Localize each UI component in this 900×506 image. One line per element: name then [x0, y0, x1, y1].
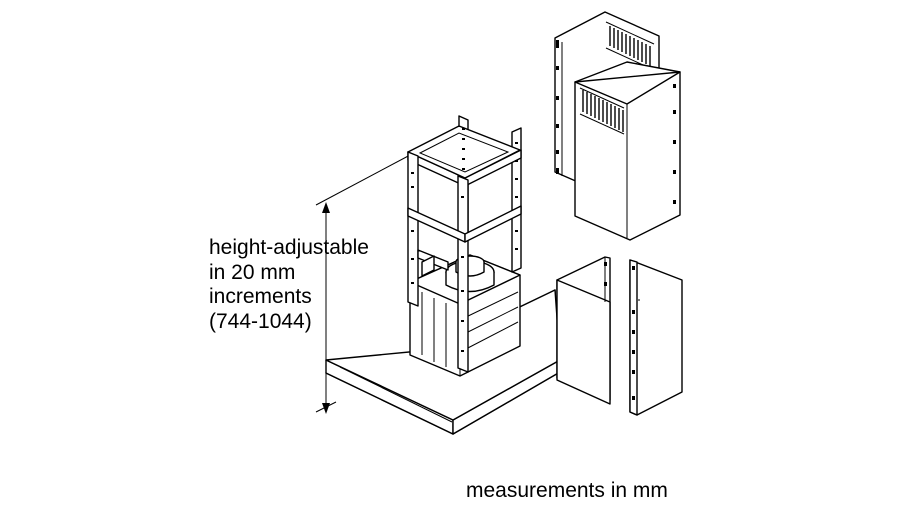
height-dimension-line [315, 153, 413, 414]
vent-slots [609, 26, 651, 66]
label-line-1: height-adjustable [209, 236, 369, 259]
label-line-2: in 20 mm [209, 260, 296, 284]
lower-chimney-right [629, 259, 683, 416]
lower-chimney-left [556, 256, 611, 405]
height-adjustment-label: height-adjustable in 20 mm increments (7… [209, 236, 369, 334]
label-line-4: (744-1044) [209, 309, 312, 333]
label-line-3: increments [209, 285, 312, 308]
adjustable-frame [407, 115, 522, 373]
upper-chimney-inner [574, 61, 681, 241]
measurements-caption: measurements in mm [466, 479, 668, 502]
vent-slots [582, 90, 624, 132]
